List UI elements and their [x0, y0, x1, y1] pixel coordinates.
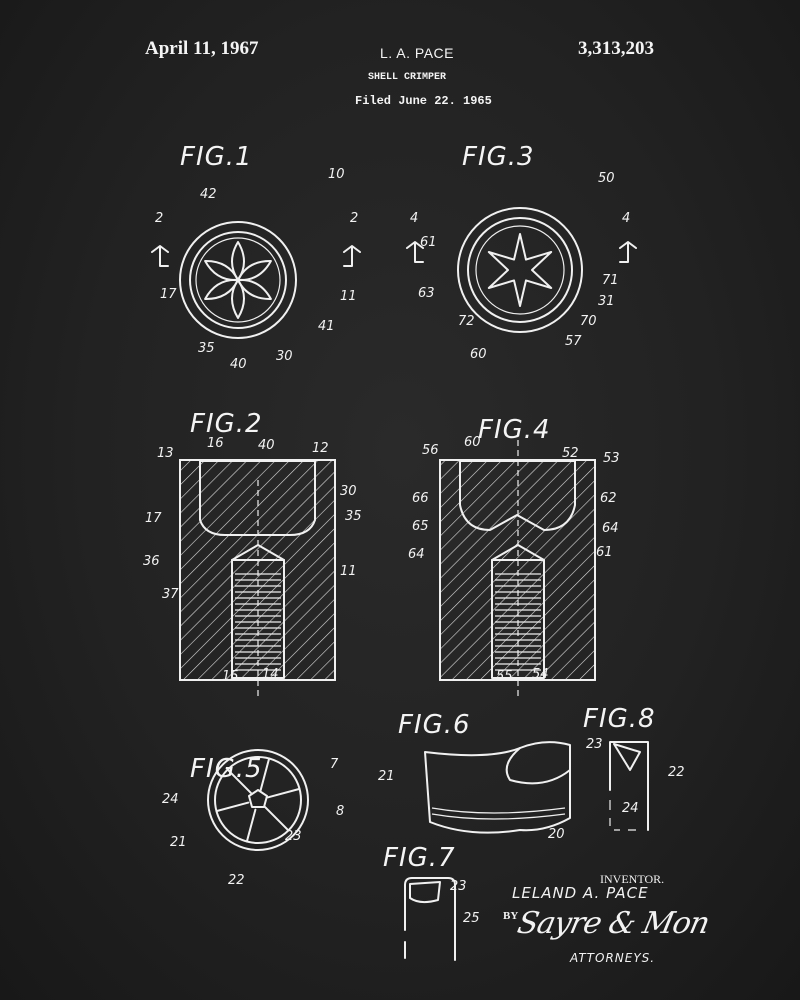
fig6-reference-numeral: 21: [378, 769, 395, 784]
fig3-drawing: [406, 207, 637, 333]
patent-number: 3,313,203: [578, 38, 654, 59]
fig4-reference-numeral: 62: [600, 491, 617, 506]
fig2-reference-numeral: 30: [340, 484, 357, 499]
inventor-header: L. A. PACE: [380, 45, 454, 61]
fig4-reference-numeral: 65: [412, 519, 429, 534]
fig2-reference-numeral: 12: [312, 441, 329, 456]
fig3-reference-numeral: 63: [418, 286, 435, 301]
fig2-reference-numeral: 14: [262, 667, 279, 682]
fig2-reference-numeral: 35: [345, 509, 362, 524]
fig3-reference-numeral: 57: [565, 334, 582, 349]
inventor-label: INVENTOR.: [600, 872, 665, 886]
fig2-reference-numeral: 36: [143, 554, 160, 569]
fig4-reference-numeral: 56: [422, 443, 439, 458]
fig2-reference-numeral: 11: [340, 564, 357, 579]
fig8-drawing: [609, 741, 649, 831]
fig4-reference-numeral: 60: [464, 435, 481, 450]
fig2-title: FIG.2: [190, 409, 263, 439]
fig4-reference-numeral: 61: [596, 545, 613, 560]
fig4-reference-numeral: 53: [603, 451, 620, 466]
fig5-reference-numeral: 23: [285, 829, 302, 844]
inventor-name: LELAND A. PACE: [512, 884, 649, 902]
fig7-reference-numeral: 23: [450, 879, 467, 894]
fig4-reference-numeral: 66: [412, 491, 429, 506]
fig5-reference-numeral: 21: [170, 835, 187, 850]
fig7-drawing: [404, 877, 456, 961]
fig3-reference-numeral: 31: [598, 294, 615, 309]
attorneys-signature: Sayre & Mon: [514, 906, 713, 941]
fig7-reference-numeral: 25: [463, 911, 480, 926]
fig3-reference-numeral: 70: [580, 314, 597, 329]
fig5-title: FIG.5: [190, 754, 263, 784]
fig8-reference-numeral: 23: [586, 737, 603, 752]
fig3-reference-numeral: 4: [622, 211, 630, 226]
fig3-reference-numeral: 50: [598, 171, 615, 186]
fig1-reference-numeral: 41: [318, 319, 335, 334]
fig1-reference-numeral: 42: [200, 187, 217, 202]
fig6-reference-numeral: 20: [548, 827, 565, 842]
patent-title: SHELL CRIMPER: [368, 72, 447, 83]
fig4-title: FIG.4: [478, 415, 551, 445]
fig1-reference-numeral: 17: [160, 287, 177, 302]
fig1-reference-numeral: 2: [350, 211, 358, 226]
fig1-reference-numeral: 30: [276, 349, 293, 364]
fig5-reference-numeral: 8: [336, 804, 344, 819]
fig4-reference-numeral: 64: [602, 521, 619, 536]
fig3-reference-numeral: 72: [458, 314, 475, 329]
fig4-reference-numeral: 52: [562, 446, 579, 461]
fig1-reference-numeral: 11: [340, 289, 357, 304]
fig4-drawing: [439, 440, 596, 700]
fig1-drawing: [151, 221, 361, 339]
fig2-reference-numeral: 16: [207, 436, 224, 451]
fig1-reference-numeral: 2: [155, 211, 163, 226]
fig5-drawing: [207, 749, 309, 851]
by-label: BY: [503, 910, 519, 922]
fig1-reference-numeral: 35: [198, 341, 215, 356]
fig2-reference-numeral: 40: [258, 438, 275, 453]
fig1-title: FIG.1: [180, 142, 253, 172]
fig8-reference-numeral: 22: [668, 765, 685, 780]
fig2-reference-numeral: 37: [162, 587, 179, 602]
fig5-reference-numeral: 7: [330, 757, 339, 772]
fig3-title: FIG.3: [462, 142, 535, 172]
fig5-reference-numeral: 22: [228, 873, 245, 888]
fig2-reference-numeral: 17: [145, 511, 162, 526]
attorneys-label: ATTORNEYS.: [570, 951, 656, 965]
fig1-reference-numeral: 40: [230, 357, 247, 372]
fig2-reference-numeral: 13: [157, 446, 174, 461]
patent-date: April 11, 1967: [145, 38, 259, 59]
fig7-title: FIG.7: [383, 843, 456, 873]
fig3-reference-numeral: 4: [410, 211, 418, 226]
fig6-title: FIG.6: [398, 710, 471, 740]
filed-date: Filed June 22. 1965: [355, 94, 492, 108]
fig4-reference-numeral: 55: [496, 669, 513, 684]
fig3-reference-numeral: 71: [602, 273, 619, 288]
fig2-drawing: [179, 459, 336, 700]
fig1-reference-numeral: 10: [328, 167, 345, 182]
fig4-reference-numeral: 64: [408, 547, 425, 562]
fig3-reference-numeral: 61: [420, 235, 437, 250]
fig8-title: FIG.8: [583, 704, 656, 734]
fig2-reference-numeral: 15: [222, 669, 239, 684]
fig6-drawing: [424, 741, 571, 834]
fig5-reference-numeral: 24: [162, 792, 179, 807]
fig8-reference-numeral: 24: [622, 801, 639, 816]
fig4-reference-numeral: 54: [532, 667, 549, 682]
fig3-reference-numeral: 60: [470, 347, 487, 362]
